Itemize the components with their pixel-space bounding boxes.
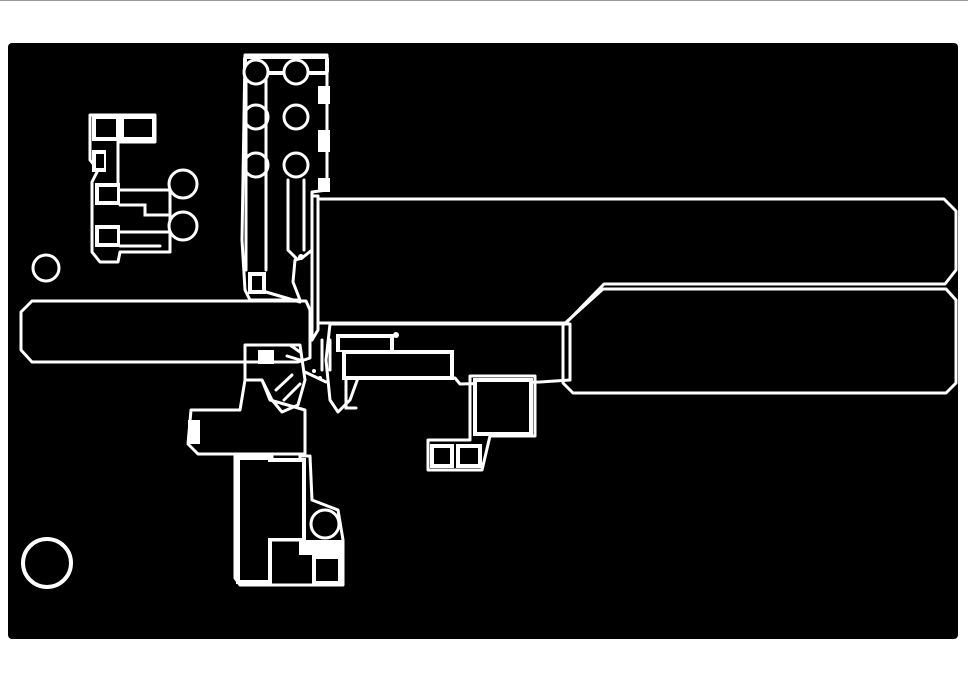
- vias: [298, 254, 399, 380]
- header-side-pad: [318, 178, 330, 192]
- via: [312, 369, 316, 373]
- power-plane-left: [19, 299, 312, 364]
- pad-core: [252, 276, 262, 290]
- top-border-rule: [0, 0, 968, 1]
- header-side-pad: [318, 130, 330, 152]
- pad-core: [99, 187, 117, 201]
- track-outline: [286, 178, 298, 260]
- track-outline: [274, 373, 294, 392]
- pad-interiors: [96, 59, 529, 581]
- track-outline: [344, 378, 358, 410]
- through-hole-pin: [167, 168, 199, 200]
- pad-core: [266, 462, 302, 538]
- pad-core: [316, 559, 338, 581]
- track-outline: [285, 354, 302, 362]
- via: [298, 254, 304, 260]
- track-outline: [264, 290, 302, 304]
- smd-pad: [258, 350, 274, 364]
- mounting-hole-large: [21, 537, 73, 589]
- pad-core: [99, 229, 117, 243]
- pad-core: [124, 119, 152, 137]
- header-pins: [167, 58, 341, 540]
- pad-core: [96, 154, 104, 168]
- pad-core: [240, 460, 268, 580]
- pad-core: [96, 119, 116, 137]
- mounting-hole-small: [31, 253, 61, 283]
- lower-block-outline: [186, 378, 307, 456]
- track-clearances: [118, 78, 358, 410]
- center-vertical-plane: [310, 194, 320, 342]
- pad-core: [460, 448, 478, 464]
- power-plane-lower: [561, 287, 958, 395]
- through-hole-pin: [282, 151, 310, 179]
- track-outline: [303, 370, 328, 384]
- regulator-outline: [426, 374, 537, 472]
- via: [393, 332, 399, 338]
- pad-core: [434, 448, 450, 464]
- through-hole-pin: [242, 103, 270, 131]
- through-hole-pin: [282, 58, 310, 86]
- component-cluster-top-left: [88, 113, 172, 264]
- through-hole-pin: [242, 151, 270, 179]
- through-hole-pin: [167, 210, 199, 242]
- track-outline: [118, 203, 172, 217]
- track-outline: [288, 343, 302, 354]
- header-side-pad: [318, 86, 330, 104]
- pad-core: [346, 354, 450, 376]
- pad-core: [477, 382, 529, 432]
- pad-core: [340, 338, 390, 350]
- via: [318, 376, 322, 380]
- through-hole-pin: [242, 58, 270, 86]
- through-hole-pin: [282, 103, 310, 131]
- through-hole-pin: [309, 508, 341, 540]
- smd-pad: [188, 420, 200, 444]
- track-outline: [282, 382, 302, 402]
- smd-pad: [299, 540, 343, 555]
